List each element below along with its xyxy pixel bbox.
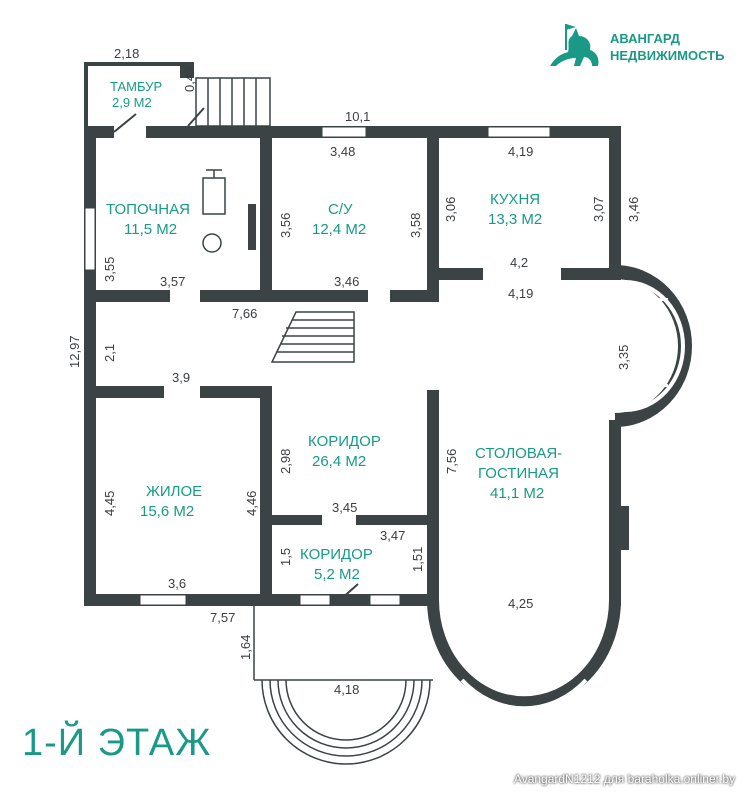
dim-tambur-w: 2,18: [114, 46, 139, 61]
dim-dining-bottom: 4,25: [508, 596, 533, 611]
dim-su-top: 3,48: [330, 144, 355, 159]
dim-hall-w: 7,66: [232, 306, 257, 321]
doors: [113, 107, 359, 601]
room-tambur-area: 2,9 М2: [112, 95, 152, 110]
dim-kitchen-v-left: 3,06: [443, 197, 458, 222]
room-koridor1-name: КОРИДОР: [308, 433, 381, 450]
dim-cor-bottom: 3,45: [332, 500, 357, 515]
room-topochnaya-area: 11,5 М2: [124, 221, 177, 238]
dim-zhiloe-v-left: 4,45: [102, 491, 117, 516]
brand-logo: АВАНГАРД НЕДВИЖИМОСТЬ: [546, 22, 724, 72]
room-kuhnya-name: КУХНЯ: [490, 191, 540, 208]
room-koridor2-name: КОРИДОР: [300, 546, 373, 563]
dim-hall-v: 2,1: [102, 344, 117, 362]
dim-bottom-w: 7,57: [210, 610, 235, 625]
dim-porch-v: 1,64: [238, 635, 253, 660]
room-stolovaya-area: 41,1 М2: [490, 485, 544, 502]
dim-right-outer: 3,46: [626, 197, 641, 222]
dim-porch-w: 4,18: [334, 682, 359, 697]
knight-on-horse-logo-icon: [550, 24, 599, 66]
dim-cor2-top: 3,47: [380, 528, 405, 543]
room-su-name: С/У: [328, 201, 353, 218]
dim-tambur-side: 0,43: [182, 67, 197, 92]
room-su-area: 12,4 М2: [312, 221, 366, 238]
room-stolovaya-name2: ГОСТИНАЯ: [478, 465, 559, 482]
room-topochnaya-name: ТОПОЧНАЯ: [106, 201, 190, 218]
dim-left-total: 12,97: [67, 335, 82, 368]
dim-left-window: 3,55: [102, 257, 117, 282]
room-koridor2-area: 5,2 М2: [314, 566, 360, 583]
dim-top-total: 10,1: [345, 109, 370, 124]
dim-cor-v: 2,98: [278, 449, 293, 474]
dim-dining-top: 4,19: [508, 286, 533, 301]
windows: [84, 126, 551, 606]
entrance-stairs: [195, 77, 271, 127]
room-kuhnya-area: 13,3 М2: [488, 211, 542, 228]
dim-cor2-v-left: 1,5: [278, 548, 293, 566]
brand-line1: АВАНГАРД: [610, 31, 680, 46]
walls: [84, 62, 629, 606]
boiler-icon: [202, 169, 226, 253]
dim-topoch-v: 3,56: [278, 213, 293, 238]
dim-zhiloe-v-right: 4,46: [244, 491, 259, 516]
room-tambur-name: ТАМБУР: [110, 79, 162, 94]
room-stolovaya-name1: СТОЛОВАЯ-: [475, 445, 562, 462]
interior-stairs: [270, 311, 355, 363]
dim-bay-v: 3,35: [616, 345, 631, 370]
dim-dining-v: 7,56: [444, 449, 459, 474]
watermark: AvangardN1212 для baraholka.onliner.by: [513, 772, 735, 786]
dim-kitchen-bottom: 4,2: [510, 255, 528, 270]
dim-kitchen-v-right: 3,07: [591, 197, 606, 222]
dining-apse: [427, 599, 621, 711]
room-koridor1-area: 26,4 М2: [312, 453, 366, 470]
room-zhiloe-name: ЖИЛОЕ: [146, 483, 202, 500]
porch: [253, 606, 433, 765]
bay-window: [614, 265, 692, 427]
floor-title: 1-Й ЭТАЖ: [22, 722, 212, 764]
dim-cor2-v-right: 1,51: [410, 547, 425, 572]
dim-zhiloe-top: 3,9: [172, 370, 190, 385]
dim-su-v: 3,58: [408, 213, 423, 238]
brand-line2: НЕДВИЖИМОСТЬ: [610, 48, 725, 63]
room-zhiloe-area: 15,6 М2: [140, 503, 194, 520]
dim-topoch-bottom: 3,57: [160, 274, 185, 289]
dim-kitchen-top: 4,19: [508, 144, 533, 159]
dim-zhiloe-bottom: 3,6: [168, 576, 186, 591]
dim-su-bottom: 3,46: [334, 274, 359, 289]
